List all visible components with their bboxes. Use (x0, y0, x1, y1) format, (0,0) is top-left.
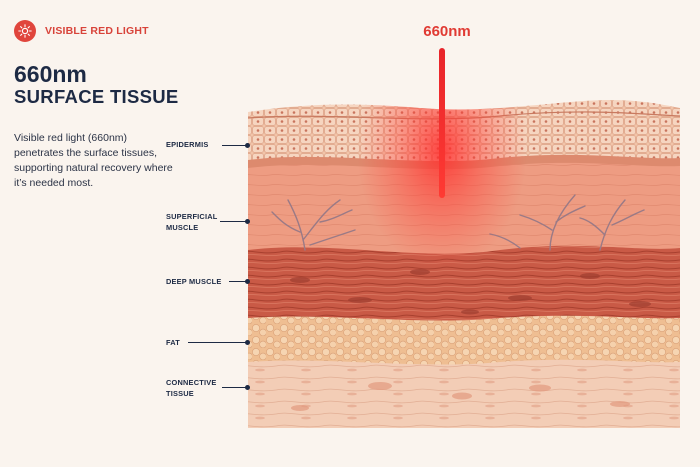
vessel-branches (271, 194, 645, 251)
page-title: 660nm SURFACE TISSUE (14, 62, 179, 107)
label-connective-tissue: CONNECTIVE TISSUE (166, 378, 217, 399)
label-fat: FAT (166, 338, 181, 347)
leader-fat (188, 340, 250, 345)
title-subject: SURFACE TISSUE (14, 85, 179, 107)
deep-muscle-layer (248, 245, 680, 322)
leader-connective-tissue (222, 385, 250, 390)
sun-icon (14, 20, 36, 42)
red-light-beam (439, 48, 445, 198)
badge-label: VISIBLE RED LIGHT (45, 25, 149, 37)
description-text: Visible red light (660nm) penetrates the… (14, 132, 173, 189)
fat-layer (248, 315, 680, 370)
label-superficial-muscle: SUPERFICIAL MUSCLE (166, 212, 218, 233)
visible-red-light-badge: VISIBLE RED LIGHT (14, 20, 149, 42)
label-epidermis: EPIDERMIS (166, 140, 209, 149)
label-deep-muscle: DEEP MUSCLE (166, 277, 222, 286)
leader-superficial-muscle (220, 219, 250, 224)
wavelength-label: 660nm (423, 23, 471, 40)
leader-epidermis (222, 143, 250, 148)
title-wavelength: 660nm (14, 61, 87, 87)
leader-deep-muscle (229, 279, 250, 284)
